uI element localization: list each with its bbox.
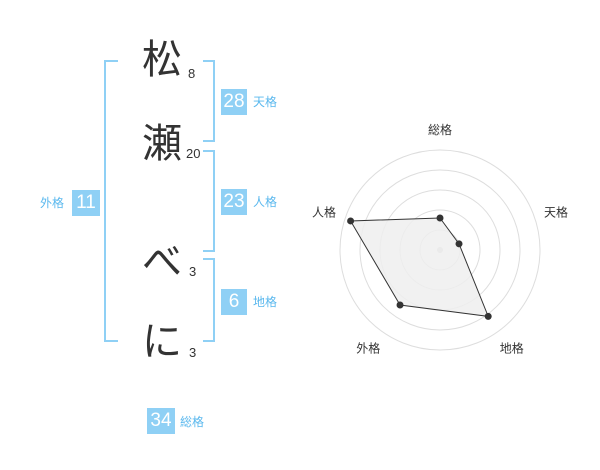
gaikaku-label: 外格	[40, 196, 65, 210]
chikaku-value: 6	[221, 289, 247, 315]
name-char-4: に	[142, 319, 182, 365]
chikaku-bracket	[203, 258, 215, 342]
radar-axis-label: 外格	[356, 341, 380, 356]
radar-point	[396, 301, 404, 309]
gaikaku-value: 11	[72, 190, 100, 216]
radar-point	[436, 214, 444, 222]
tenkaku-value: 28	[221, 89, 247, 115]
name-char-3: べ	[142, 239, 182, 285]
stroke-count-3: 3	[189, 264, 197, 279]
radar-axis-label: 地格	[500, 341, 524, 356]
name-char-1: 松	[142, 37, 182, 83]
radar-point	[347, 217, 355, 225]
gaikaku-bracket	[104, 60, 118, 342]
radar-point	[484, 312, 492, 320]
radar-axis-label: 天格	[544, 204, 568, 219]
name-char-2: 瀬	[142, 121, 182, 167]
tenkaku-label: 天格	[253, 95, 278, 109]
radar-grid-ring	[339, 149, 541, 351]
soukaku-value: 34	[147, 408, 175, 434]
stroke-count-1: 8	[188, 66, 196, 81]
tenkaku-bracket	[203, 60, 215, 142]
stroke-count-4: 3	[189, 345, 197, 360]
jinkaku-bracket	[203, 150, 215, 252]
chikaku-label: 地格	[253, 295, 278, 309]
jinkaku-value: 23	[221, 189, 247, 215]
soukaku-label: 総格	[180, 415, 205, 429]
radar-point	[455, 240, 463, 248]
radar-grid-ring	[359, 169, 521, 331]
radar-series-area	[349, 217, 489, 317]
stroke-count-2: 20	[186, 146, 201, 161]
jinkaku-label: 人格	[253, 195, 278, 209]
radar-axis-label: 総格	[428, 122, 452, 137]
radar-axis-label: 人格	[312, 204, 336, 219]
